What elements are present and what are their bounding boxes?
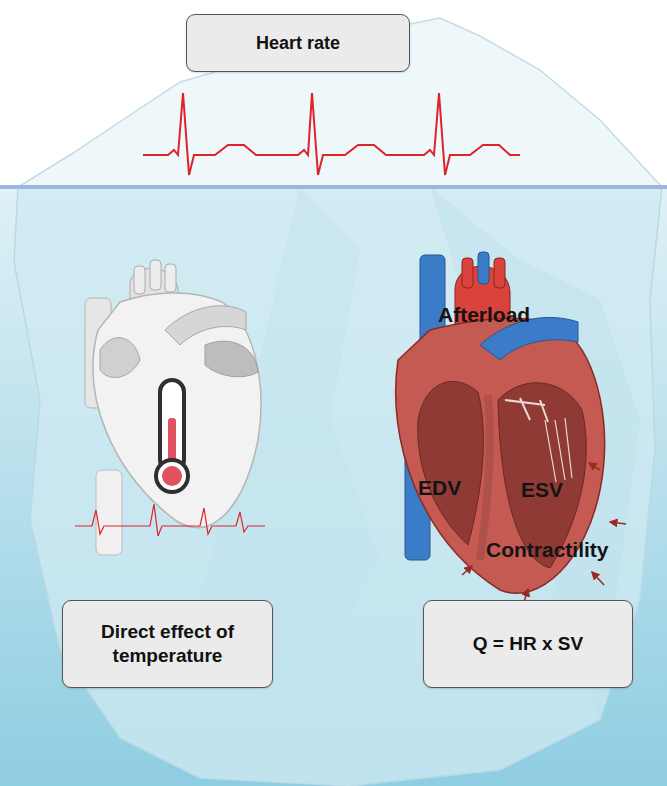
heart-label: EDV (418, 476, 461, 500)
text-group: Heart rate (256, 32, 340, 55)
vessel (150, 260, 161, 290)
water-line (0, 185, 667, 189)
thermometer-bulb (156, 460, 188, 492)
artery (478, 252, 489, 284)
box-text: Direct effect of temperature (73, 620, 262, 668)
ecg-trace-small (75, 504, 265, 536)
atrium (205, 341, 258, 377)
text-group: Direct effect of temperature (73, 620, 262, 668)
box-text: Q = HR x SV (473, 632, 583, 656)
valve (505, 398, 548, 422)
artery (462, 258, 473, 288)
atrium (100, 338, 140, 378)
arrow-inward (592, 572, 604, 585)
iceberg-top (18, 18, 662, 187)
caption-box: Direct effect of temperature (62, 600, 273, 688)
arrow-inward (589, 463, 600, 470)
vessel (134, 266, 145, 294)
heart-label: Contractility (486, 538, 609, 562)
arrow-inward (610, 522, 626, 524)
iceberg-submerged (14, 187, 662, 786)
heart-label: Afterload (438, 303, 530, 327)
red-heart (396, 252, 626, 602)
iceberg-facet (120, 187, 380, 786)
chordae (545, 418, 572, 482)
vessel (165, 264, 176, 292)
arrow-inward (462, 566, 472, 575)
water (0, 187, 667, 786)
ecg-trace (143, 93, 520, 175)
thermometer-bulb-fill (162, 466, 182, 486)
heart-body (93, 293, 261, 527)
right-ventricle (418, 381, 484, 545)
grey-heart (75, 260, 265, 555)
equation-box: Q = HR x SV (423, 600, 633, 688)
artery (494, 258, 505, 288)
pulmonary-artery (165, 306, 246, 345)
vessel (96, 470, 122, 555)
text-group: Q = HR x SV (473, 632, 583, 656)
heart-label: ESV (521, 478, 563, 502)
heading-box: Heart rate (186, 14, 410, 72)
box-text: Heart rate (256, 32, 340, 55)
septum (480, 395, 490, 560)
